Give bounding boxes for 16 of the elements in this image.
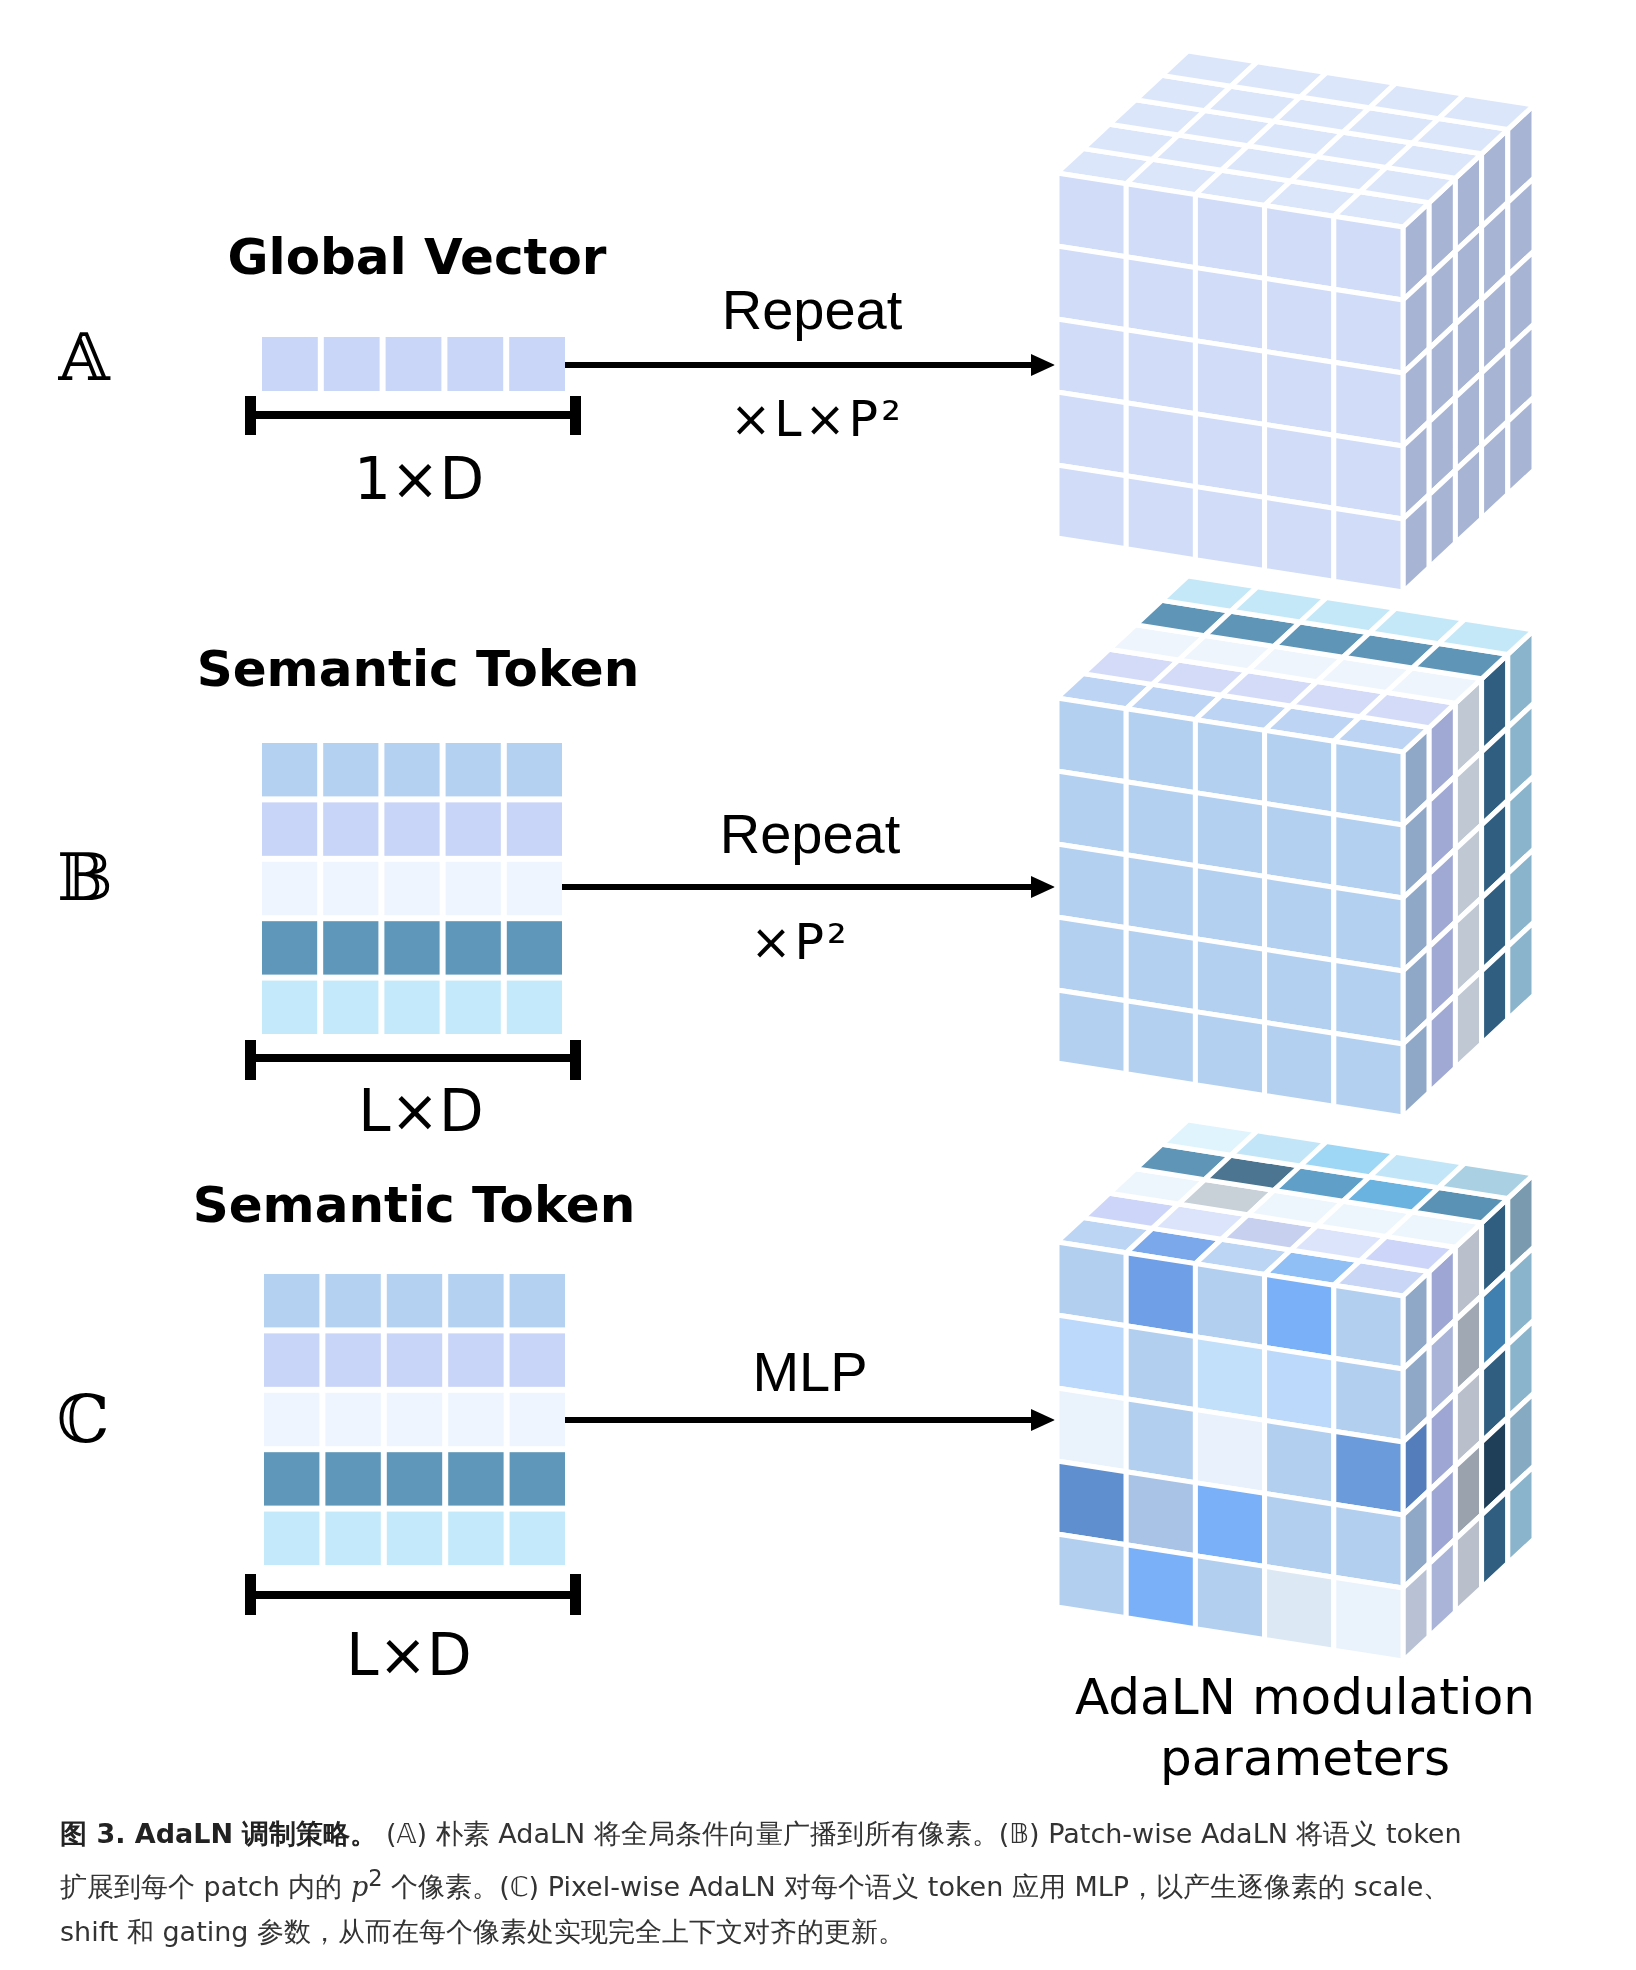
dimension-label: L×D (358, 1077, 484, 1145)
panel-letter: ℂ (56, 1382, 110, 1458)
panel-letter: 𝔹 (57, 840, 113, 916)
panel-letter: 𝔸 (58, 320, 110, 396)
multiplier-label: ×P² (750, 914, 850, 972)
grid-heading: Semantic Token (192, 1177, 636, 1235)
arrow (562, 876, 1055, 898)
arrow (565, 354, 1055, 376)
grid-heading: Semantic Token (196, 641, 640, 699)
cube-caption: AdaLN modulation parameters (1074, 1667, 1536, 1789)
grid-heading: Global Vector (227, 229, 607, 287)
dimension-label: L×D (346, 1621, 472, 1689)
figure-caption: 图 3. AdaLN 调制策略。 (𝔸) 朴素 AdaLN 将全局条件向量广播到所有像素。(𝔹) Patch-wise AdaLN 将语义 token 扩展到每个 patch 内的 p$^{2}$ 个像素。(ℂ) Pixel-wise AdaLN 对每个语义 token 应用 MLP，以产生逐像素的 scale、shift 和 gating 参数，从而在每个像素处实现完全上下文对齐的更新。 (60, 1817, 1463, 1949)
multiplier-label: ×L×P² (730, 391, 904, 449)
dimension-label: 1×D (353, 445, 485, 513)
arrow (565, 1409, 1055, 1431)
